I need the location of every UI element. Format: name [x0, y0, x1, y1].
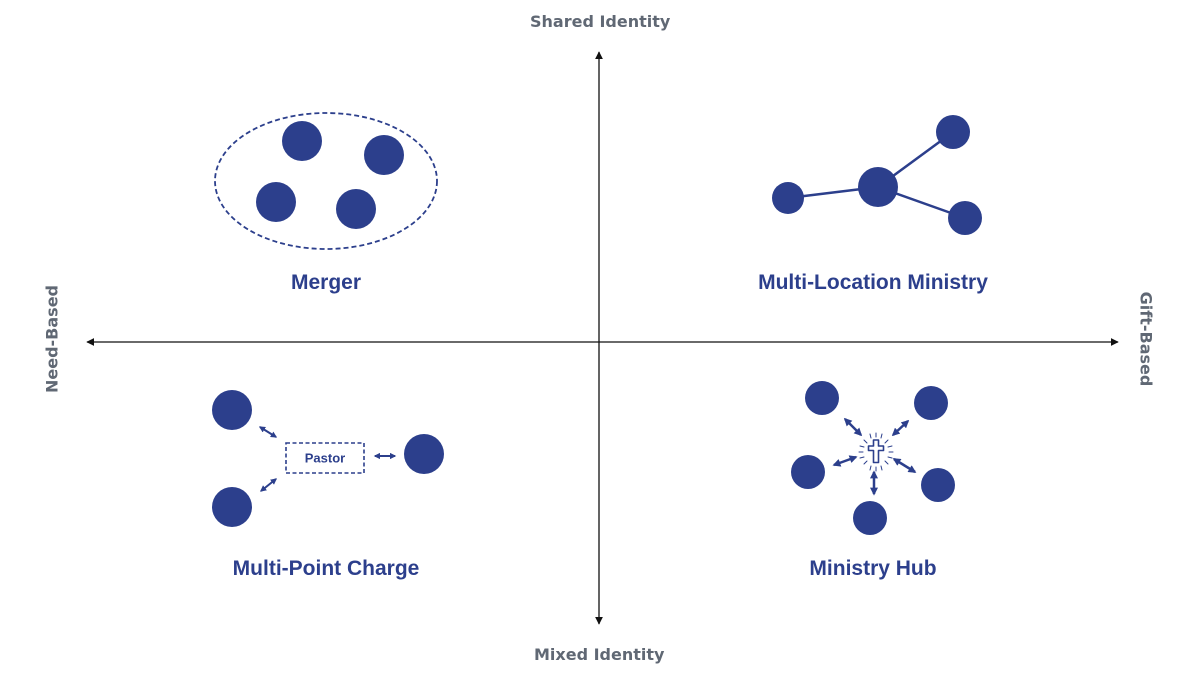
location-node	[936, 115, 970, 149]
pastor-box	[285, 442, 365, 474]
ministry-hub-title: Ministry Hub	[809, 557, 937, 580]
double-arrow	[258, 426, 278, 438]
ministry-node	[805, 381, 839, 415]
axis-label-top: Shared Identity	[530, 12, 671, 31]
church-node	[212, 390, 252, 430]
merger-title: Merger	[290, 271, 362, 294]
double-arrow	[260, 478, 277, 492]
double-arrow	[843, 417, 863, 437]
multi-location-ministry-title: Multi-Location Ministry	[758, 271, 988, 294]
pastor-label: Pastor	[304, 450, 346, 466]
double-arrow	[892, 457, 917, 474]
ministry-node	[921, 468, 955, 502]
double-arrow	[891, 419, 910, 437]
church-node	[404, 434, 444, 474]
ministry-node	[914, 386, 948, 420]
ministry-node	[791, 455, 825, 489]
axis-label-right: Gift-Based	[1136, 291, 1156, 387]
merger-node	[256, 182, 296, 222]
cross-icon	[858, 432, 894, 472]
merger-node	[364, 135, 404, 175]
axis-label-left: Need-Based	[42, 284, 62, 394]
merger-node	[336, 189, 376, 229]
location-node	[772, 182, 804, 214]
hub-node	[858, 167, 898, 207]
multi-point-charge-diagram	[212, 390, 444, 527]
merger-boundary	[214, 112, 438, 250]
ministry-node	[853, 501, 887, 535]
location-node	[948, 201, 982, 235]
multi-location-diagram	[772, 115, 982, 235]
ministry-hub-diagram	[791, 381, 955, 535]
merger-diagram	[214, 112, 438, 250]
merger-node	[282, 121, 322, 161]
multi-point-charge-title: Multi-Point Charge	[232, 557, 420, 580]
axis-label-bottom: Mixed Identity	[534, 645, 665, 664]
double-arrow	[832, 455, 858, 467]
church-node	[212, 487, 252, 527]
